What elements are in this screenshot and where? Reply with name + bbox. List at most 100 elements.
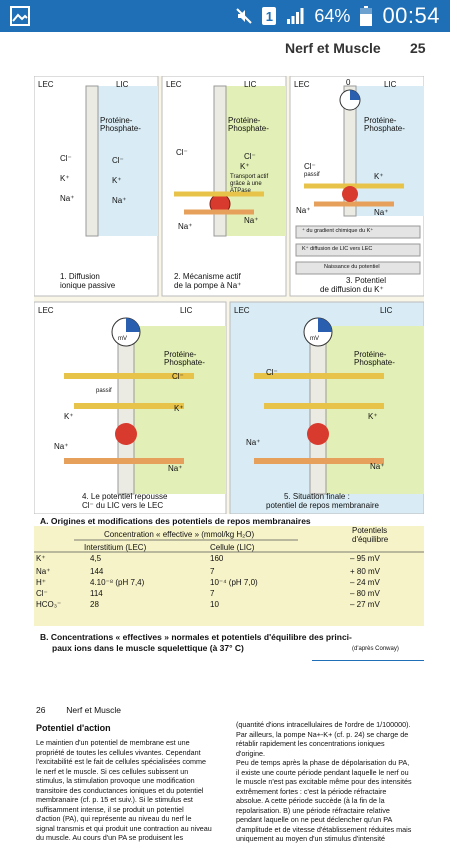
- row-lec: 144: [90, 567, 104, 576]
- p4-mv: mV: [118, 336, 127, 342]
- page-26: 26 Nerf et Muscle Potentiel d'action Le …: [0, 696, 450, 843]
- p3-lic: LIC: [384, 80, 397, 89]
- text-line: Peu de temps après la phase de dépolaris…: [236, 758, 410, 767]
- row-lec: 114: [90, 589, 103, 598]
- p4-k: K⁺: [64, 412, 74, 421]
- figure-graphics: [34, 76, 424, 514]
- text-line: stimulus, la stimulation provoque une mo…: [36, 776, 195, 785]
- text-line: du muscle. Au cours d'un PA se produisen…: [36, 833, 184, 842]
- p2-protein: Protéine-: [228, 116, 261, 125]
- p3-step-3: Naissance du potentiel: [324, 264, 380, 270]
- text-line: il existe une courte période pendant laq…: [236, 767, 409, 777]
- p4-k-r: K⁺: [174, 404, 184, 413]
- p3-phosphate: Phosphate-: [364, 124, 405, 133]
- p3-passif: passif: [304, 172, 320, 178]
- row-lic: 7: [210, 567, 215, 576]
- text-line: rétablir rapidement les concentrations i…: [236, 739, 385, 748]
- p3-caption-1: 3. Potentiel: [346, 276, 387, 285]
- figure-caption-a: A. Origines et modifications des potenti…: [40, 516, 311, 526]
- battery-percent: 64%: [314, 5, 351, 26]
- image-icon[interactable]: [10, 6, 30, 26]
- p2-transport-1: Transport actif: [230, 174, 269, 180]
- text-line: propriété de toutes les cellules vivante…: [36, 747, 201, 757]
- p5-phosphate: Phosphate-: [354, 358, 395, 367]
- text-line: Le maintien d'un potentiel de membrane e…: [36, 738, 190, 747]
- text-line: transitoire des conductances ioniques et…: [36, 785, 204, 795]
- text-line: d'origine.: [236, 748, 265, 758]
- text-line: Par ailleurs, la pompe Na+-K+ (cf. p. 24…: [236, 729, 409, 739]
- table-header-main: Concentration « effective » (mmol/kg H₂O…: [104, 530, 255, 539]
- battery-icon: [360, 6, 373, 26]
- text-line: (quantité d'ions intracellulaires de l'o…: [236, 720, 411, 729]
- p2-cl: Cl⁻: [176, 148, 188, 157]
- document-view[interactable]: Nerf et Muscle 25: [0, 32, 450, 843]
- p3-cl: Cl⁻: [304, 162, 316, 171]
- p5-caption-2: potentiel de repos membranaire: [266, 501, 379, 510]
- page-26-header: 26 Nerf et Muscle: [36, 705, 121, 715]
- p5-caption-1: 5. Situation finale :: [284, 492, 350, 501]
- p3-protein: Protéine-: [364, 116, 397, 125]
- page-26-title: Nerf et Muscle: [66, 705, 122, 715]
- p2-transport-3: ATPase: [230, 188, 251, 194]
- row-ion: K⁺: [36, 554, 46, 563]
- text-column-1: Le maintien d'un potentiel de membrane e…: [36, 738, 212, 843]
- text-line: signal transmis et qui produit une contr…: [36, 823, 212, 833]
- p4-passif: passif: [96, 388, 112, 394]
- p4-na: Na⁺: [54, 442, 69, 451]
- p4-cl: Cl⁻: [172, 372, 184, 381]
- clock: 00:54: [382, 3, 440, 28]
- p1-k: K⁺: [60, 174, 70, 183]
- p4-protein: Protéine-: [164, 350, 197, 359]
- row-ion: H⁺: [36, 578, 46, 587]
- row-ion: HCO₃⁻: [36, 600, 62, 609]
- p2-caption-2: de la pompe à Na⁺: [174, 281, 242, 290]
- p4-phosphate: Phosphate-: [164, 358, 205, 367]
- p5-lic: LIC: [380, 306, 393, 315]
- row-lec: 4.10⁻⁸ (pH 7,4): [90, 578, 145, 587]
- text-line: repolarisation. B) une période réfractai…: [236, 805, 390, 815]
- p1-cl-r: Cl⁻: [112, 156, 124, 165]
- text-line: uniquement au moyen d'un stimulus d'inte…: [236, 834, 385, 843]
- text-line: pendant laquelle on ne peut déclencher q…: [236, 815, 393, 824]
- table-header-potentials-2: d'équilibre: [352, 535, 389, 544]
- p3-na-r: Na⁺: [374, 208, 389, 217]
- p1-k-r: K⁺: [112, 176, 122, 185]
- page-25: Nerf et Muscle 25: [0, 32, 450, 672]
- signal-icon: [287, 8, 304, 24]
- table-col-interstitium: Interstitium (LEC): [84, 543, 147, 552]
- mute-icon: [236, 8, 253, 24]
- page-header-title: Nerf et Muscle: [285, 40, 381, 56]
- row-pot: – 24 mV: [350, 578, 380, 587]
- p4-na-r: Na⁺: [168, 464, 183, 473]
- p3-k: K⁺: [374, 172, 384, 181]
- status-bar: 1 64% 00:54: [0, 0, 450, 32]
- p3-caption-2: de diffusion du K⁺: [320, 285, 384, 294]
- p3-step-1: ⁺ du gradient chimique du K⁺: [302, 228, 374, 234]
- link-underline[interactable]: [312, 660, 424, 661]
- row-lic: 160: [210, 554, 224, 563]
- text-line: extrêmement fortes : c'est la période ré…: [236, 786, 387, 796]
- p1-lec: LEC: [38, 80, 54, 89]
- text-line: d'amplitude et de vitesse d'établissemen…: [236, 824, 412, 834]
- p5-na-r: Na⁺: [370, 462, 385, 471]
- table-source: (d'après Conway): [352, 646, 399, 652]
- p5-cl: Cl⁻: [266, 368, 278, 377]
- p1-protein: Protéine-: [100, 116, 133, 125]
- p1-na-r: Na⁺: [112, 196, 127, 205]
- p5-na: Na⁺: [246, 438, 261, 447]
- row-lec: 4,5: [90, 554, 102, 563]
- p1-caption-2: ionique passive: [60, 281, 116, 290]
- p5-mv: mV: [310, 336, 319, 342]
- table-lines: [34, 539, 424, 553]
- p4-caption-1: 4. Le potentiel repousse: [82, 492, 168, 501]
- text-line: le nerf et le muscle. Si ces cellules su…: [36, 766, 189, 776]
- status-icons: 1 64% 00:54: [236, 0, 440, 32]
- p2-lec: LEC: [166, 80, 182, 89]
- p2-na-l: Na⁺: [178, 222, 193, 231]
- text-line: d'action (PA), qui représente au niveau …: [36, 814, 192, 823]
- p4-lic: LIC: [180, 306, 193, 315]
- p1-phosphate: Phosphate-: [100, 124, 141, 133]
- p3-zero: 0: [346, 78, 351, 87]
- text-line: l'excitabilité est le fait de cellules s…: [36, 757, 206, 766]
- row-lic: 7: [210, 589, 215, 598]
